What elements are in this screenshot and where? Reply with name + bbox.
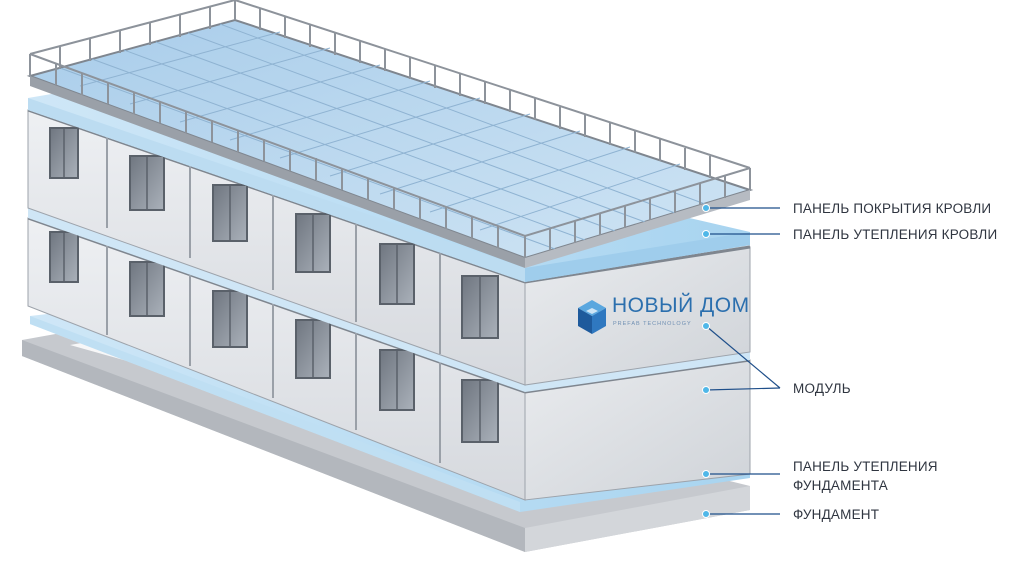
callout-roof-cover: ПАНЕЛЬ ПОКРЫТИЯ КРОВЛИ — [702, 201, 991, 216]
dot-icon — [702, 386, 710, 394]
window — [461, 379, 499, 443]
window — [461, 275, 499, 339]
brand-tagline: PREFAB TECHNOLOGY — [613, 321, 692, 327]
dot-icon — [702, 204, 710, 212]
window — [379, 243, 415, 305]
window — [295, 319, 331, 379]
callout-label: ФУНДАМЕНТА — [793, 478, 888, 493]
callout-label: ПАНЕЛЬ УТЕПЛЕНИЯ — [793, 459, 938, 474]
window — [212, 184, 248, 242]
window — [49, 127, 79, 179]
cube-icon — [578, 300, 606, 334]
window — [212, 290, 248, 348]
callout-roof-insulation: ПАНЕЛЬ УТЕПЛЕНИЯ КРОВЛИ — [702, 227, 997, 242]
callout-foundation-insulation: ПАНЕЛЬ УТЕПЛЕНИЯ ФУНДАМЕНТА — [702, 459, 938, 493]
dot-icon — [702, 510, 710, 518]
callout-label: МОДУЛЬ — [793, 381, 851, 396]
window — [129, 261, 165, 317]
window — [49, 231, 79, 283]
callout-label: ПАНЕЛЬ ПОКРЫТИЯ КРОВЛИ — [793, 201, 991, 216]
window — [129, 155, 165, 211]
dot-icon — [702, 322, 710, 330]
window — [379, 349, 415, 411]
dot-icon — [702, 230, 710, 238]
callout-foundation: ФУНДАМЕНТ — [702, 507, 879, 522]
brand-name: НОВЫЙ ДОМ — [612, 293, 750, 317]
dot-icon — [702, 470, 710, 478]
callout-module: МОДУЛЬ — [702, 322, 851, 396]
callout-label: ФУНДАМЕНТ — [793, 507, 879, 522]
roof-grid — [59, 23, 706, 250]
roof-railing — [29, 0, 751, 258]
brand-logo: НОВЫЙ ДОМ PREFAB TECHNOLOGY — [578, 293, 750, 334]
callouts: ПАНЕЛЬ ПОКРЫТИЯ КРОВЛИ ПАНЕЛЬ УТЕПЛЕНИЯ … — [702, 201, 997, 522]
window — [295, 213, 331, 273]
callout-label: ПАНЕЛЬ УТЕПЛЕНИЯ КРОВЛИ — [793, 227, 997, 242]
